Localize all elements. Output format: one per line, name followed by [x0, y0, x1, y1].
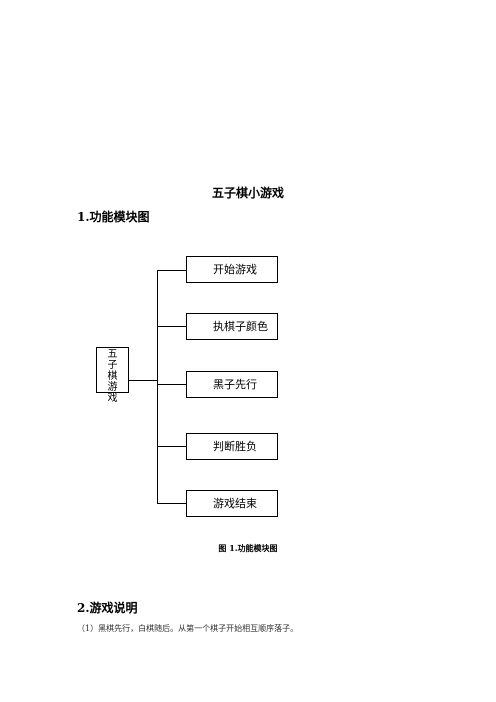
document-title: 五子棋小游戏 [211, 186, 284, 200]
figure-caption: 图 1.功能模块图 [218, 543, 278, 553]
section-heading-function-module: 1.功能模块图 [77, 210, 150, 224]
module-node-judge-winner: 判断胜负 [186, 433, 278, 460]
root-char: 五 [107, 349, 118, 360]
root-module-box [96, 347, 129, 393]
connector-trunk-vertical [157, 270, 158, 503]
root-char: 棋 [107, 371, 118, 382]
connector-branch-5 [157, 503, 186, 504]
connector-root-to-trunk [129, 380, 157, 381]
module-node-start-game: 开始游戏 [186, 256, 278, 283]
connector-branch-2 [157, 326, 186, 327]
section-heading-game-instructions: 2.游戏说明 [77, 601, 138, 615]
connector-branch-4 [157, 446, 186, 447]
function-module-diagram: 五 子 棋 游 戏 开始游戏 执棋子颜色 黑子先行 判断胜负 游戏结束 [96, 256, 278, 517]
root-char: 子 [107, 360, 118, 371]
connector-branch-3 [157, 384, 186, 385]
root-module-label: 五 子 棋 游 戏 [96, 347, 129, 404]
connector-branch-1 [157, 270, 186, 271]
root-char: 游 [107, 382, 118, 393]
module-node-black-first: 黑子先行 [186, 371, 278, 398]
module-node-piece-color: 执棋子颜色 [186, 313, 278, 340]
instruction-paragraph: （1）黑棋先行，白棋随后。从第一个棋子开始相互顺序落子。 [77, 624, 299, 633]
root-char: 戏 [107, 393, 118, 404]
module-node-game-over: 游戏结束 [186, 490, 278, 517]
